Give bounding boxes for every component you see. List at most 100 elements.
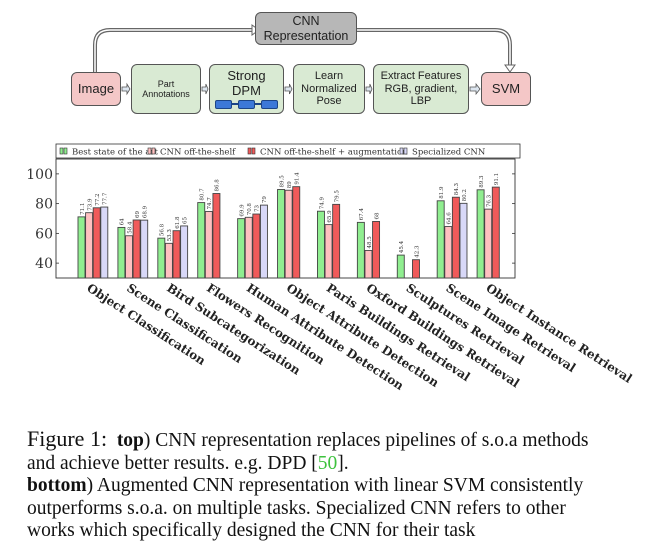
legend-swatch-icon: [151, 147, 156, 155]
bar-value-label: 91.4: [295, 172, 301, 185]
pipeline-diagram: [93, 24, 516, 96]
bar-value-label: 69.9: [239, 204, 245, 217]
bar: [132, 219, 141, 279]
bar-value-label: 64: [120, 218, 126, 225]
step-arrow-icon: [284, 83, 293, 95]
bar-value-label: 80.7: [200, 188, 206, 201]
bar-value-label: 79: [262, 196, 268, 203]
bar: [212, 193, 221, 279]
bar-value-label: 67.4: [359, 208, 365, 221]
y-tick-label: 40: [35, 256, 53, 272]
bar-value-label: 65: [182, 216, 188, 223]
bar: [491, 186, 500, 279]
legend-swatch-icon: [147, 147, 152, 155]
bar: [77, 216, 86, 279]
cnn-representation-box: CNN Representation: [255, 12, 357, 45]
legend-swatch-icon: [63, 147, 68, 155]
pipeline-step-svm: SVM: [481, 72, 531, 106]
bar: [125, 235, 133, 279]
dpm-parts-icon: [215, 99, 278, 109]
bar-value-label: 71.1: [80, 203, 86, 215]
bar: [252, 213, 261, 279]
bar: [451, 196, 460, 279]
citation-link[interactable]: 50: [317, 452, 338, 474]
legend-label: CNN off-the-shelf + augmentation: [260, 148, 408, 158]
bar: [459, 202, 468, 279]
bar-value-label: 84.3: [454, 182, 460, 195]
step-arrow-icon: [365, 83, 373, 95]
y-tick-label: 100: [26, 167, 53, 183]
legend-swatch-icon: [403, 147, 408, 155]
bar-value-label: 89: [287, 181, 293, 188]
caption-bottom-text-3: works which specifically designed the CN…: [27, 520, 476, 541]
bar-value-label: 77.7: [103, 192, 109, 205]
step-arrow-icon: [201, 83, 209, 95]
bar-value-label: 81.9: [439, 186, 445, 199]
bar: [364, 250, 373, 279]
bar-value-label: 79.5: [334, 190, 340, 203]
pipeline-step-label: Part Annotations: [142, 78, 190, 99]
bar: [117, 226, 126, 279]
bar-value-label: 53.3: [167, 229, 173, 242]
bar: [172, 230, 181, 279]
figure-label: Figure 1:: [27, 426, 108, 451]
pipeline-step-label: Strong DPM: [227, 68, 266, 98]
caption-bottom-text-2: outperforms s.o.a. on multiple tasks. Sp…: [27, 497, 566, 519]
bar: [372, 221, 381, 279]
bar: [157, 237, 166, 279]
bar-value-label: 65.9: [327, 210, 333, 223]
bar: [259, 204, 268, 279]
caption-bottom-text: ) Augmented CNN representation with line…: [86, 475, 584, 496]
y-tick-label: 80: [35, 197, 53, 213]
step-arrow-icon: [469, 82, 481, 96]
bar: [244, 216, 253, 279]
legend-swatch-icon: [251, 147, 256, 155]
bar-value-label: 74.9: [319, 196, 325, 209]
bar: [140, 219, 149, 279]
pipeline-step-extract-features: Extract Features RGB, gradient, LBP: [373, 64, 469, 114]
legend-label: Best state of the art: [72, 148, 158, 158]
bar-value-label: 70.8: [247, 203, 253, 216]
bar: [100, 206, 109, 279]
legend-box: [55, 143, 521, 159]
y-tick-label: 60: [35, 226, 53, 242]
bar-value-label: 89.5: [279, 175, 285, 188]
bar: [412, 259, 420, 279]
pipeline-step-label: SVM: [491, 80, 521, 96]
bar: [396, 254, 405, 279]
bar-value-label: 61.8: [175, 216, 181, 229]
bar-value-label: 73: [255, 205, 261, 212]
caption-top-bold: top: [116, 430, 144, 451]
pipeline-step-image: Image: [71, 72, 121, 106]
legend-label: CNN off-the-shelf: [160, 148, 236, 158]
bar-value-label: 48.5: [367, 236, 373, 249]
bar-value-label: 77.2: [95, 194, 101, 206]
bar-value-label: 68: [374, 212, 380, 219]
bar-value-label: 76.3: [486, 194, 492, 207]
bar-value-label: 91.1: [494, 173, 500, 185]
pipeline-step-part: Part Annotations: [131, 64, 201, 114]
pipeline-step-learn: Learn Normalized Pose: [293, 64, 365, 114]
legend-swatch-icon: [59, 147, 64, 155]
legend-swatch-icon: [247, 147, 252, 155]
legend-label: Specialized CNN: [412, 148, 486, 158]
caption-top-text: ) CNN representation replaces pipelines …: [143, 430, 589, 451]
bar: [164, 242, 173, 279]
bar-value-label: 86.8: [215, 179, 221, 192]
bar-value-label: 56.8: [160, 223, 166, 236]
bar-value-label: 74.7: [207, 197, 213, 210]
bar: [444, 226, 453, 279]
pipeline-step-label: Extract Features RGB, gradient, LBP: [380, 70, 462, 108]
bar: [204, 211, 213, 279]
bar: [332, 203, 341, 279]
bar-value-label: 42.3: [414, 245, 420, 258]
bar-value-label: 69: [135, 210, 141, 217]
figure-caption: Figure 1: top) CNN representation replac…: [27, 426, 620, 543]
bar: [237, 218, 246, 279]
caption-top-text-3: ].: [337, 452, 349, 474]
bar: [277, 189, 285, 279]
pipeline-step-label: Image: [77, 80, 115, 96]
bar: [292, 186, 301, 279]
bar: [85, 212, 94, 279]
